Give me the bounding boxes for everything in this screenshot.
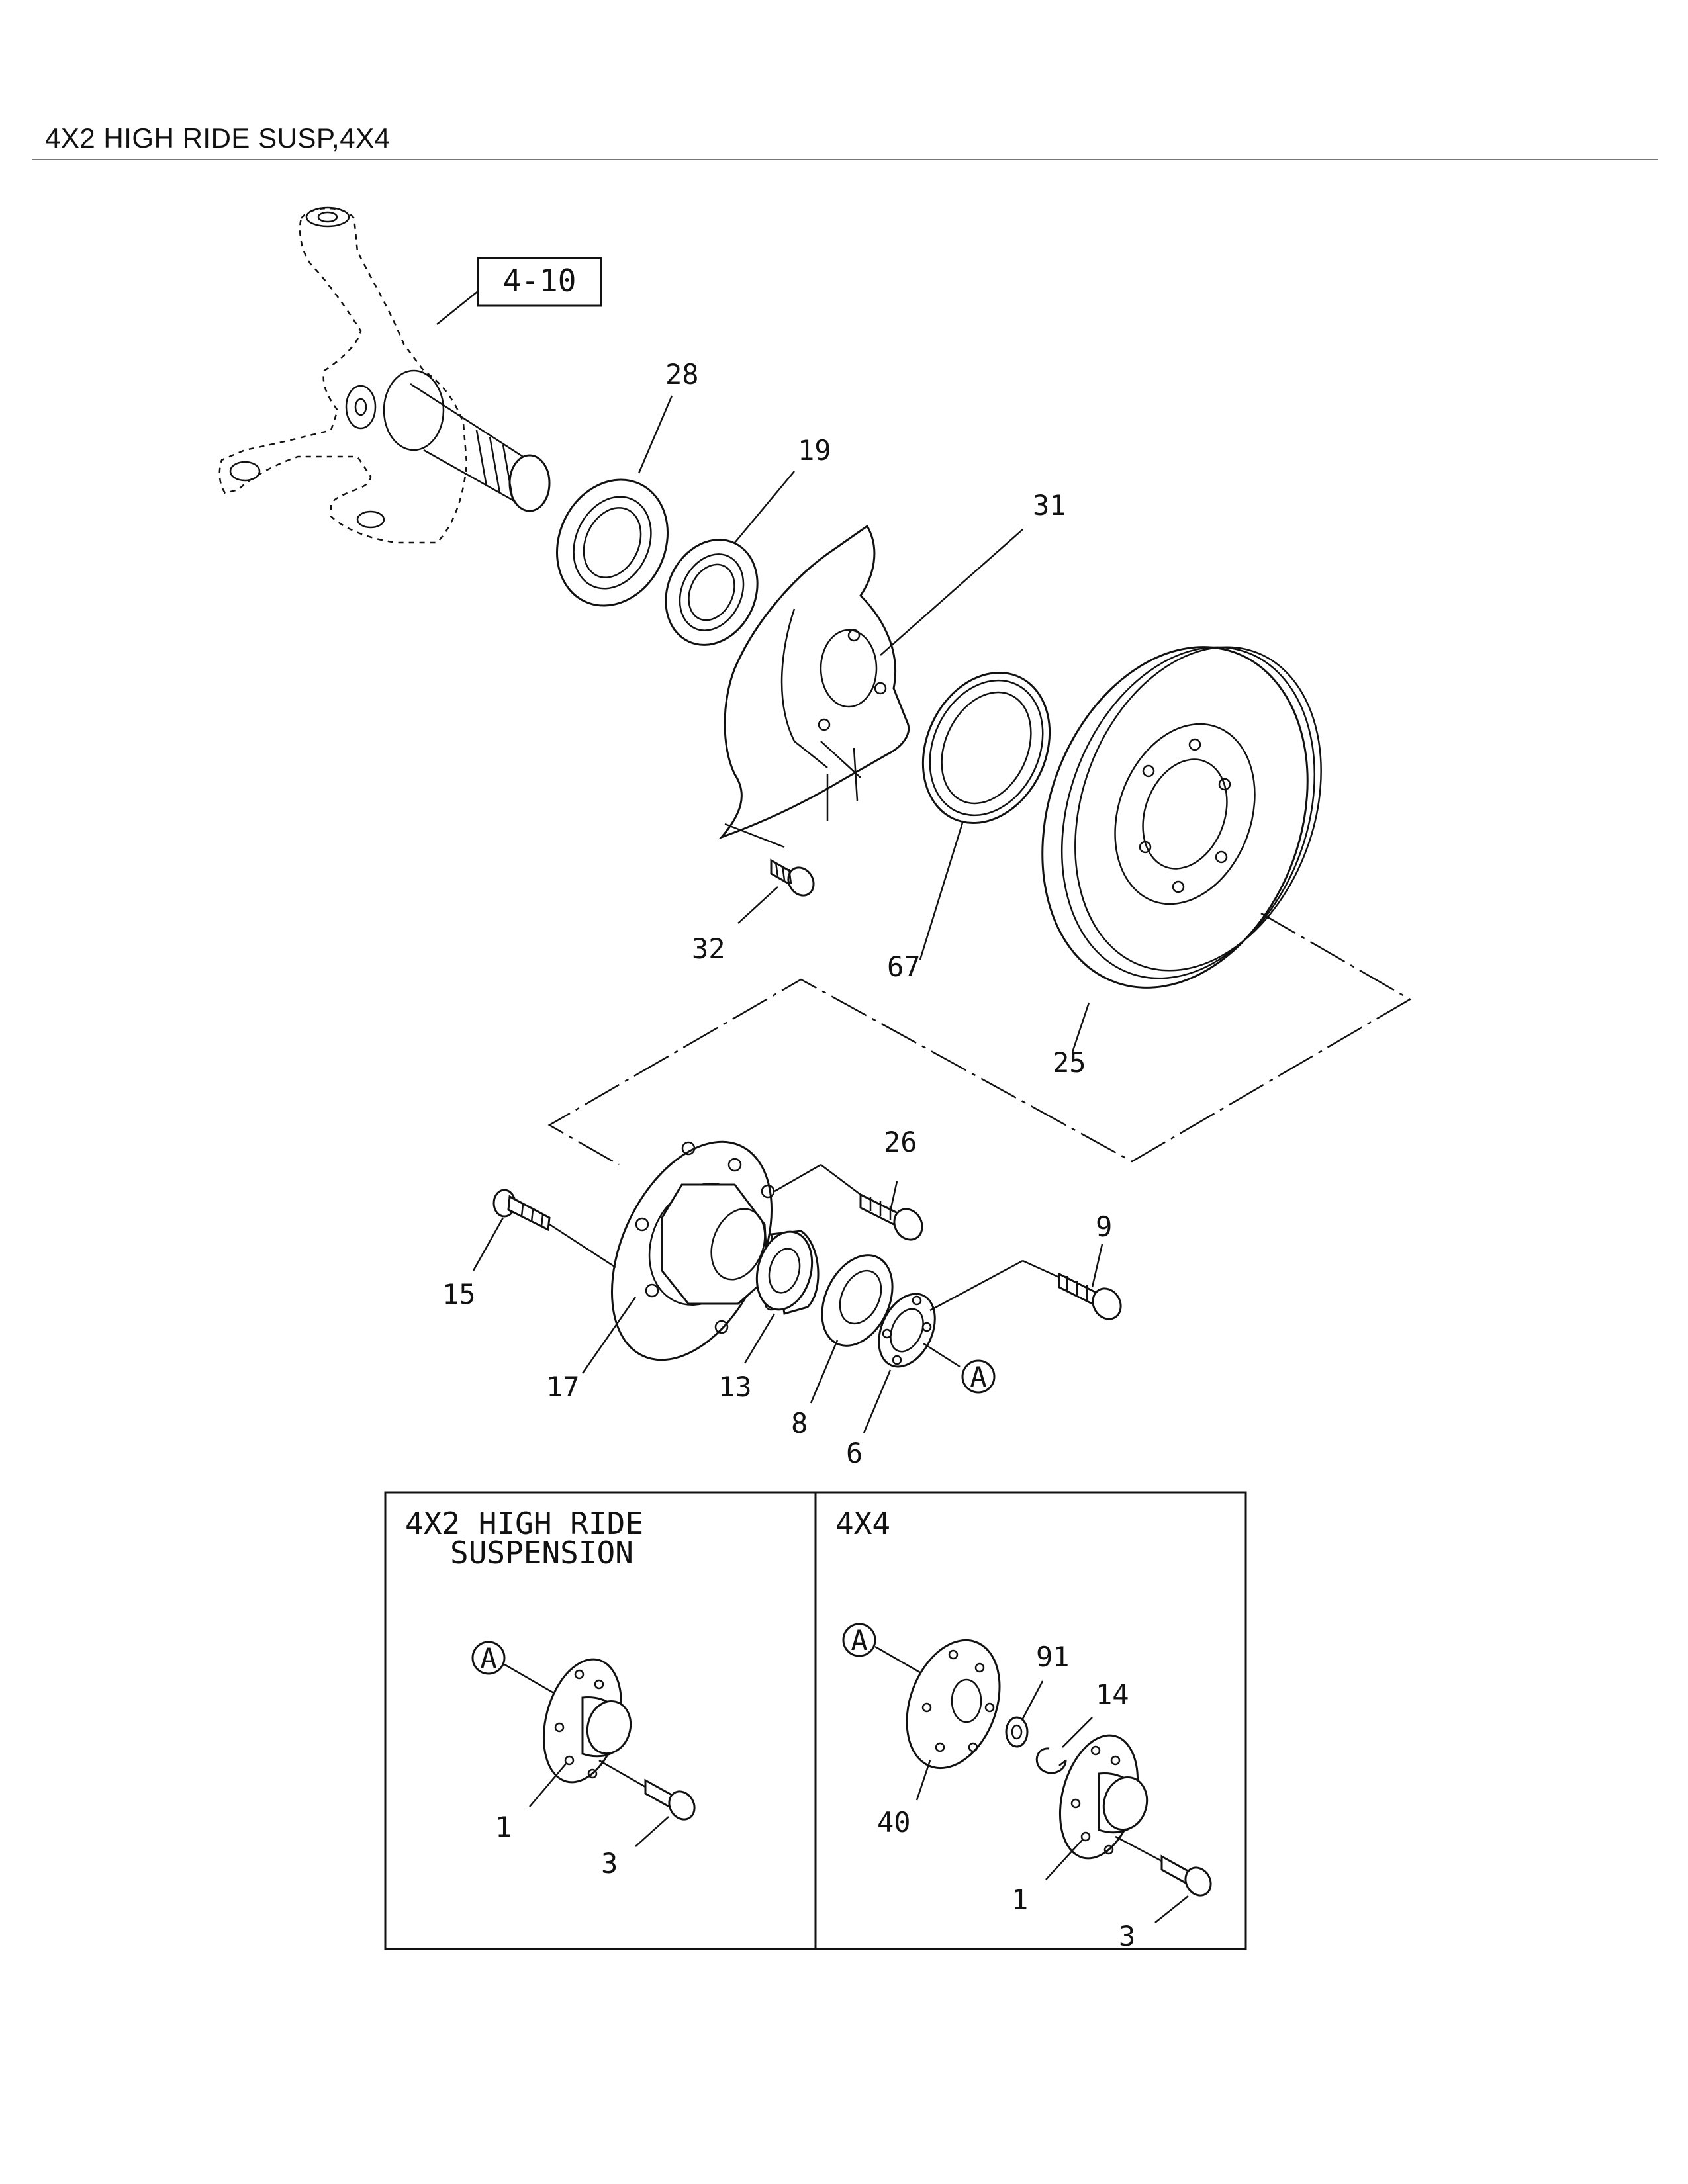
callout-67: 67 — [887, 950, 921, 983]
inset-left-a-marker: A — [471, 1641, 506, 1675]
inset-right-callout-91: 91 — [1036, 1641, 1070, 1673]
hub-17 — [610, 1140, 778, 1361]
bearing-28 — [555, 478, 669, 607]
inset-right-flange-40 — [906, 1639, 1001, 1770]
inset-title-4x4: 4X4 — [835, 1506, 890, 1541]
bolt-32 — [770, 858, 815, 897]
title-divider — [32, 159, 1658, 160]
ring-8 — [821, 1254, 894, 1347]
callout-circle-a: A — [961, 1359, 996, 1394]
inset-title-4x2-line1: 4X2 HIGH RIDE — [405, 1506, 643, 1541]
inset-right-bolt-3 — [1160, 1854, 1212, 1897]
inset-left-hub-cap-1 — [542, 1658, 632, 1784]
alignment-phantom-line — [547, 912, 1412, 1166]
svg-text:A: A — [970, 1361, 986, 1393]
inset-right-a-marker: A — [842, 1623, 876, 1657]
bearing-13 — [755, 1230, 820, 1315]
svg-text:A: A — [480, 1642, 496, 1674]
inset-right-callout-1: 1 — [1011, 1884, 1028, 1916]
inset-right-washer-91 — [1005, 1716, 1029, 1748]
callout-13: 13 — [718, 1371, 752, 1403]
callout-19: 19 — [798, 434, 831, 467]
dust-shield-31 — [718, 524, 910, 840]
callout-32: 32 — [692, 933, 726, 965]
callout-31: 31 — [1033, 489, 1066, 522]
inset-right-snap-ring-14 — [1035, 1747, 1067, 1774]
seal-67 — [921, 671, 1051, 825]
inset-box-4x4 — [814, 1491, 1247, 1950]
inset-title-4x2-line2: SUSPENSION — [450, 1535, 633, 1570]
svg-text:A: A — [851, 1624, 867, 1657]
inset-right-hub-cap-1 — [1058, 1734, 1149, 1860]
inset-left-callout-3: 3 — [601, 1847, 618, 1880]
lock-washer-6 — [878, 1293, 936, 1368]
stud-bolt-15 — [492, 1189, 551, 1232]
reference-box[interactable]: 4-10 — [436, 257, 602, 325]
callout-15: 15 — [442, 1278, 476, 1310]
page-title: 4X2 HIGH RIDE SUSP,4X4 — [45, 122, 391, 154]
callout-6: 6 — [846, 1437, 863, 1469]
inset-left-callout-1: 1 — [495, 1811, 512, 1843]
callout-9: 9 — [1096, 1210, 1112, 1243]
reference-label: 4-10 — [503, 263, 577, 298]
callout-25: 25 — [1053, 1046, 1086, 1079]
inset-left-bolt-3 — [644, 1778, 696, 1821]
inset-right-callout-3: 3 — [1119, 1920, 1135, 1952]
bolt-26 — [859, 1193, 923, 1241]
callout-8: 8 — [791, 1407, 808, 1439]
callout-26: 26 — [884, 1126, 917, 1158]
inset-right-callout-40: 40 — [877, 1806, 911, 1839]
inset-right-callout-14: 14 — [1096, 1678, 1129, 1711]
bearing-19 — [665, 539, 759, 646]
brake-disc-25 — [1041, 646, 1322, 989]
steering-knuckle — [218, 206, 551, 544]
callout-17: 17 — [546, 1371, 580, 1403]
callout-28: 28 — [665, 358, 699, 390]
bolt-9 — [1058, 1272, 1122, 1320]
